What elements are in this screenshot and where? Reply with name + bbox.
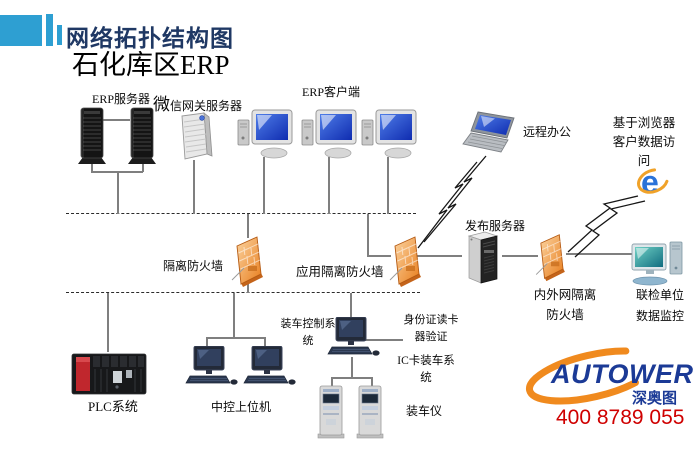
link-kiosk1-drop <box>331 377 333 387</box>
loading-instrument2-icon <box>356 385 384 439</box>
plc-system-label: PLC系统 <box>88 399 138 414</box>
remote-office-laptop-icon <box>462 110 520 160</box>
upper-network-bus <box>66 213 416 214</box>
joint-inspection-label: 联检单位 数据监控 <box>635 288 684 323</box>
link-firewall2-pubserver <box>414 255 462 257</box>
app-isolation-firewall-icon <box>388 234 424 288</box>
wechat-gateway-label-rest: 信网关服务器 <box>170 99 243 113</box>
link-pubserver-firewall3 <box>502 255 538 257</box>
app-isolation-firewall-label: 应用隔离防火墙 <box>296 265 384 279</box>
publish-server-label: 发布服务器 <box>465 219 526 233</box>
central-host1-icon <box>182 346 238 388</box>
link-lowerbus-loadingpc <box>350 293 352 320</box>
link-bus-firewall2-elbow-h <box>367 255 391 257</box>
internal-external-firewall-icon <box>534 232 568 282</box>
link-hosts-split <box>206 337 264 339</box>
brand-swoosh-icon <box>525 347 659 405</box>
link-host2-drop <box>264 337 266 349</box>
page-subtitle: 石化库区ERP <box>72 50 230 80</box>
remote-office-label: 远程办公 <box>523 125 572 139</box>
link-lowerbus-plc <box>107 293 109 352</box>
central-host-label: 中控上位机 <box>211 400 272 414</box>
header-accent-rect <box>0 15 42 46</box>
page-title: 网络拓扑结构图 <box>66 25 234 51</box>
isolation-firewall-label: 隔离防火墙 <box>163 259 224 273</box>
header-accent-bar1 <box>46 14 53 46</box>
link-kiosk2-drop <box>371 377 373 387</box>
link-host1-drop <box>206 337 208 349</box>
wireless-link-browser-icon <box>567 195 646 258</box>
link-bus-firewall2-elbow-v <box>367 214 369 255</box>
brand-phone: 400 8789 055 <box>556 406 685 429</box>
erp-client-label: ERP客户端 <box>302 85 361 99</box>
plc-system-icon <box>71 349 147 397</box>
link-client1-bus <box>263 157 265 214</box>
link-client2-bus <box>328 157 330 214</box>
link-client3-bus <box>387 157 389 214</box>
erp-server-label: ERP服务器 <box>92 92 151 106</box>
publish-server-icon <box>461 230 503 284</box>
link-lowerbus-hosts <box>233 293 235 338</box>
link-loadingpc-kiosks <box>351 357 353 378</box>
joint-inspection-pc-icon <box>630 240 686 286</box>
link-firewall3-monitor <box>566 253 634 255</box>
erp-server-tower1-icon <box>77 107 107 165</box>
link-erp-bus <box>117 171 119 214</box>
wechat-gateway-label-first: 微 <box>153 95 170 115</box>
lower-network-bus <box>66 292 420 293</box>
ic-card-loading-label: IC卡装车系 统 <box>397 355 455 385</box>
link-bus-firewall1-top <box>247 214 249 238</box>
loading-control-label: 装车控制系 统 <box>280 318 336 347</box>
link-erp-towers <box>103 119 130 121</box>
internal-external-firewall-label: 内外网隔离 防火墙 <box>533 288 597 322</box>
erp-client3-icon <box>360 108 420 160</box>
link-loadingpc-idreader <box>363 339 403 341</box>
browser-access-label: 基于浏览器 客户数据访 问 <box>612 116 676 168</box>
wechat-gateway-label: 微信网关服务器 <box>153 92 242 118</box>
central-host2-icon <box>240 346 296 388</box>
wireless-link-remote-icon <box>417 155 487 249</box>
brand-name: AUTOWER <box>551 359 694 389</box>
loading-instrument-label: 装车仪 <box>406 404 443 418</box>
brand-name-cn: 深奥图 <box>632 390 678 407</box>
erp-client1-icon <box>236 108 296 160</box>
header-accent-bar2 <box>57 25 62 45</box>
id-card-reader-label: 身份证读卡 器验证 <box>403 314 459 343</box>
loading-instrument1-icon <box>317 385 345 439</box>
erp-client2-icon <box>300 108 360 160</box>
link-kiosks-split <box>331 377 372 379</box>
link-gateway-bus <box>193 160 195 214</box>
isolation-firewall-icon <box>230 234 266 288</box>
link-tower1-bracket <box>91 163 93 172</box>
link-firewall1-lowerbus <box>247 283 249 293</box>
link-tower2-bracket <box>142 163 144 172</box>
